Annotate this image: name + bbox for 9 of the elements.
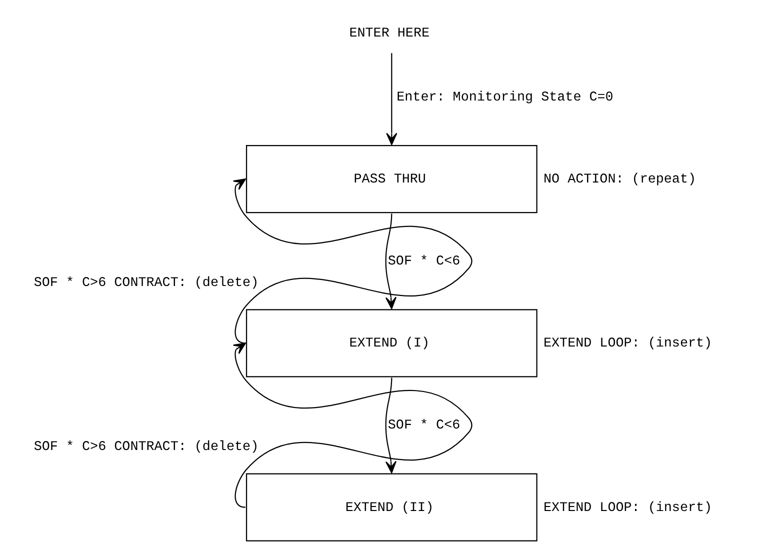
edge-label: SOF * C>6 CONTRACT: (delete) (33, 440, 258, 456)
node-text: ENTER HERE (348, 26, 430, 42)
edge-label: SOF * C<6 (387, 254, 460, 270)
node-label: NO ACTION: (repeat) (543, 172, 696, 188)
node-label: EXTEND LOOP: (insert) (543, 500, 712, 516)
edge-label: SOF * C>6 CONTRACT: (delete) (33, 276, 258, 291)
edge-label: SOF * C<6 (387, 418, 460, 434)
node-label: EXTEND LOOP: (insert) (543, 336, 712, 352)
edge-label: Enter: Monitoring State C=0 (396, 90, 613, 106)
